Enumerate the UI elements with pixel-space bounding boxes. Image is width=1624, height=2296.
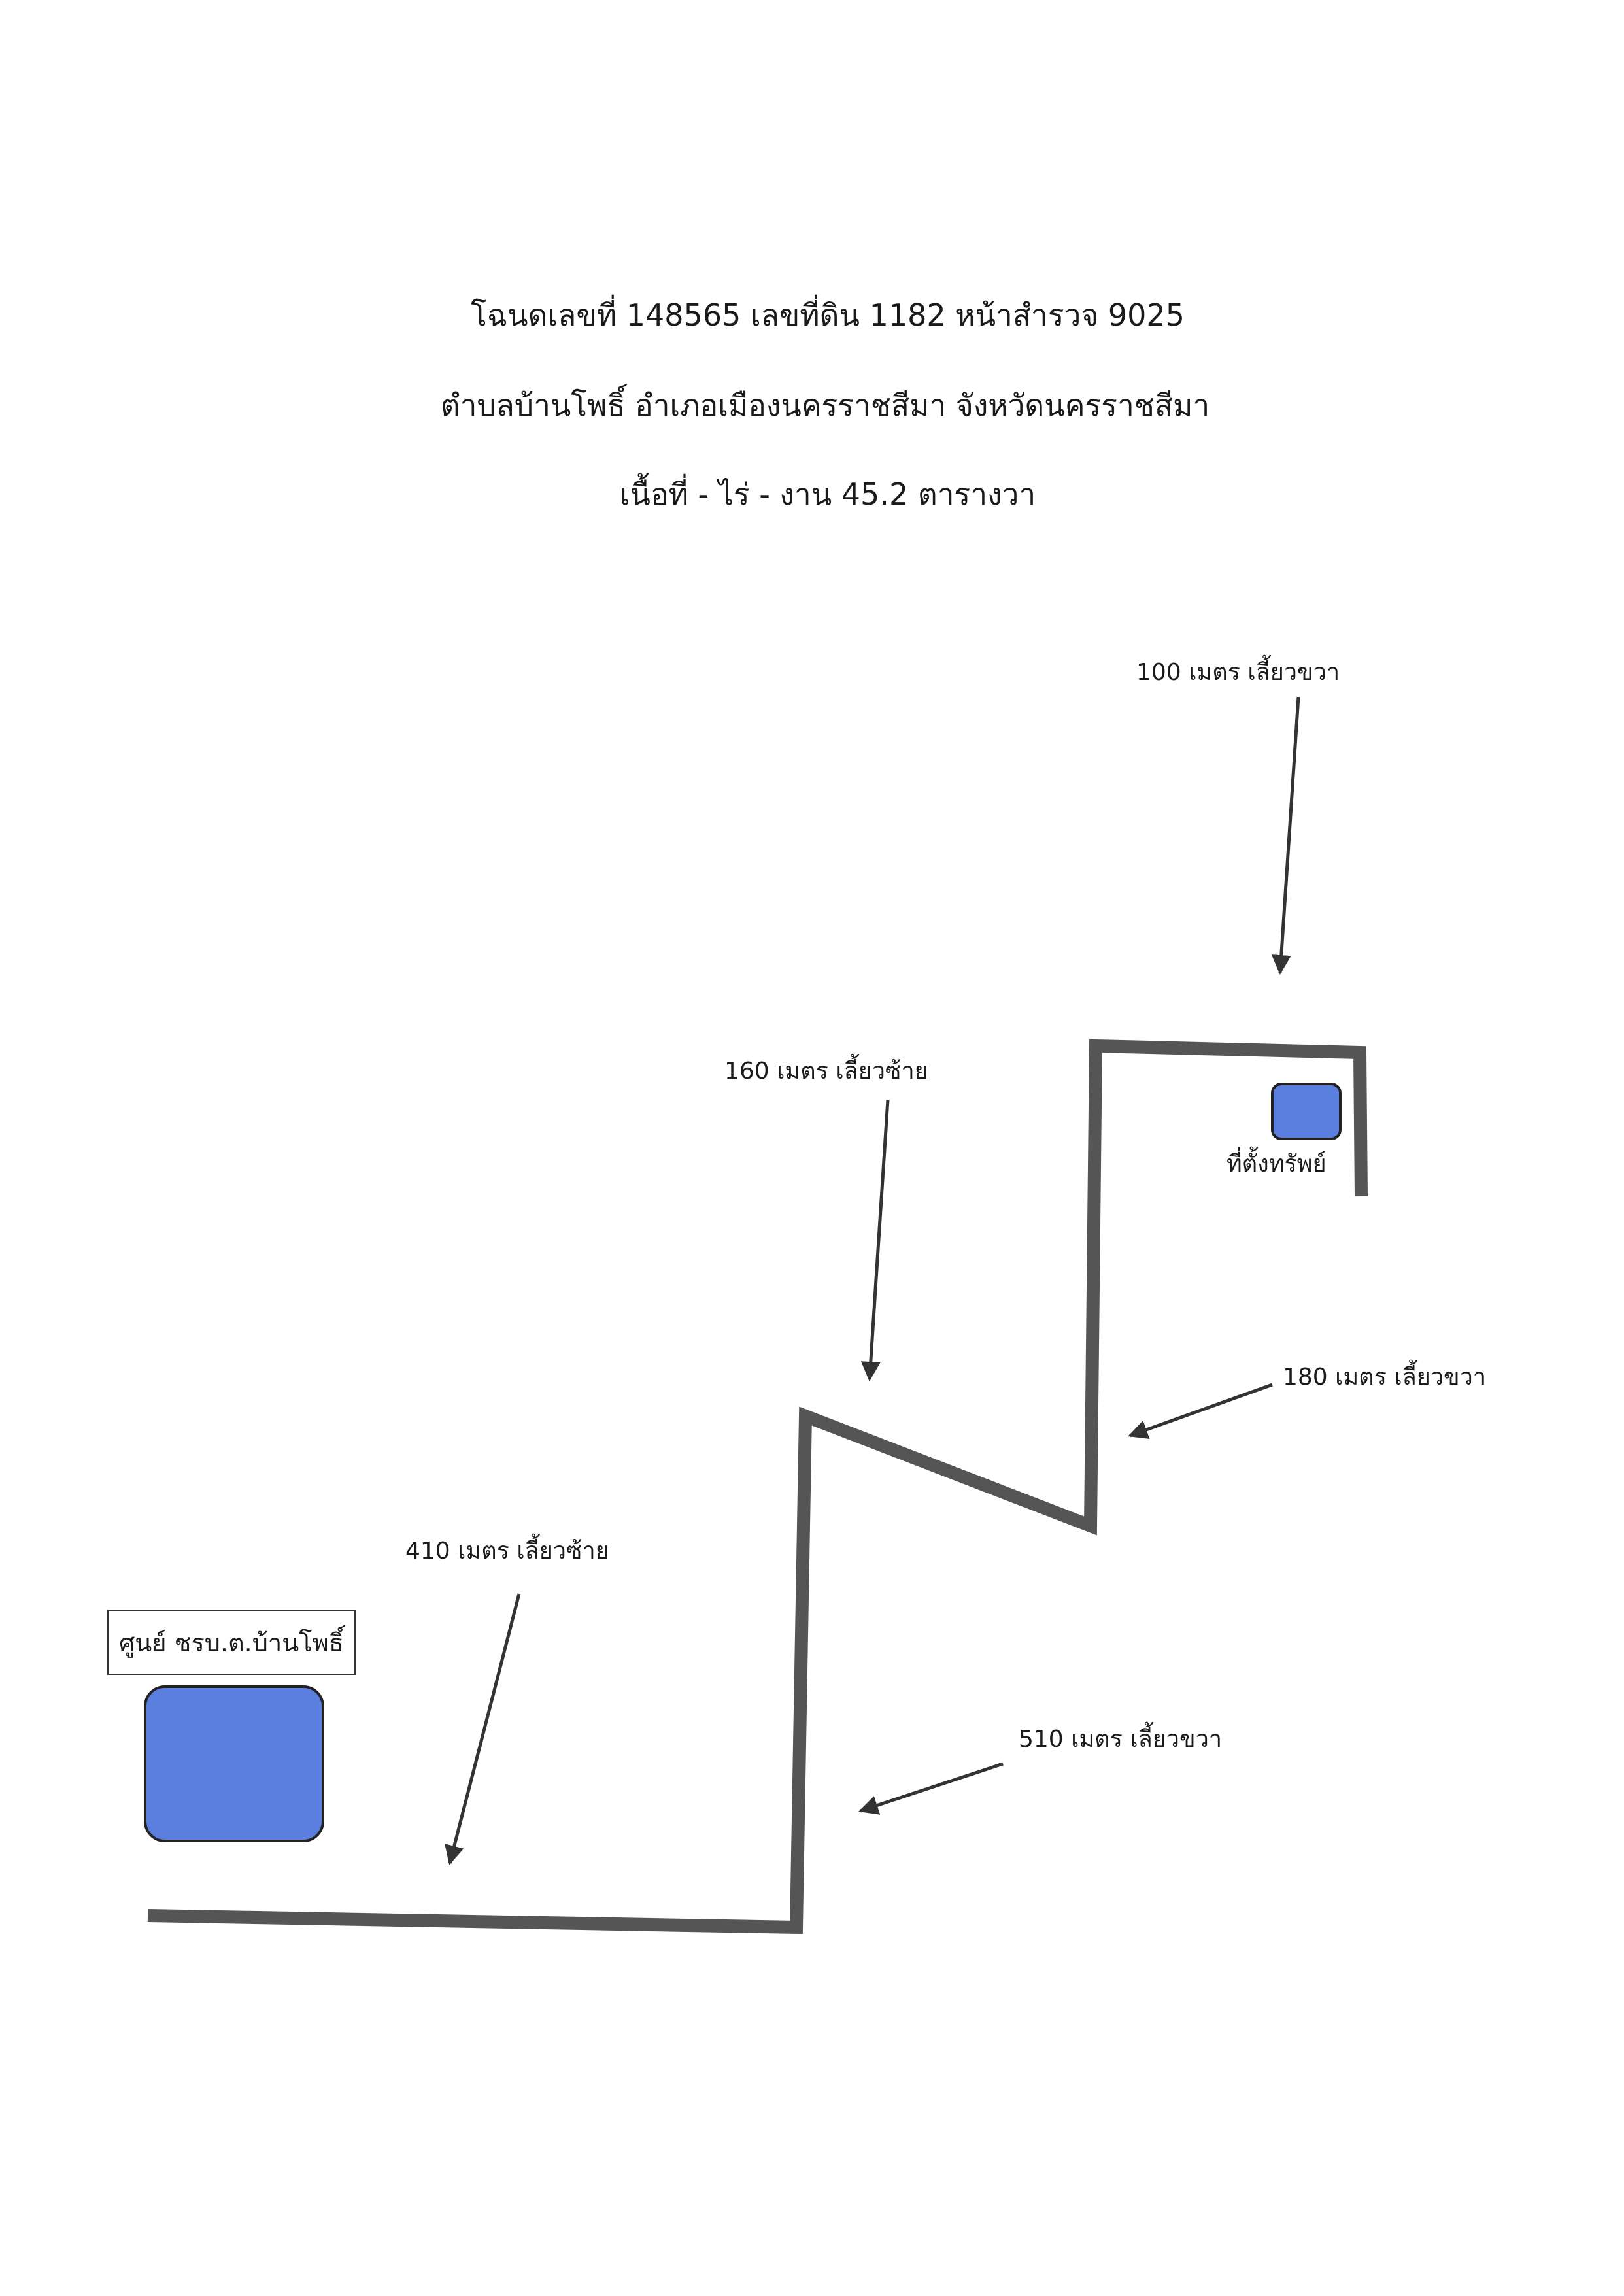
arrow-180m [1128, 1383, 1273, 1440]
direction-label-180m: 180 เมตร เลี้ยวขวา [1283, 1364, 1487, 1391]
arrow-100m [1271, 696, 1300, 975]
property-marker [1271, 1083, 1342, 1140]
community-center-label: ศูนย์ ชรบ.ต.บ้านโพธิ์ [107, 1610, 356, 1675]
direction-label-510m: 510 เมตร เลี้ยวขวา [1019, 1726, 1223, 1753]
arrow-510m [858, 1762, 1004, 1815]
direction-label-100m: 100 เมตร เลี้ยวขวา [1136, 659, 1340, 686]
deed-info-line: โฉนดเลขที่ 148565 เลขที่ดิน 1182 หน้าสำร… [471, 297, 1185, 333]
center-marker [144, 1685, 324, 1842]
direction-label-410m: 410 เมตร เลี้ยวซ้าย [405, 1538, 609, 1564]
area-line: เนื้อที่ - ไร่ - งาน 45.2 ตารางวา [619, 477, 1036, 512]
route-road [147, 1039, 1368, 1934]
direction-label-160m: 160 เมตร เลี้ยวซ้าย [724, 1058, 928, 1085]
arrow-410m [445, 1593, 521, 1865]
property-location-label: ที่ตั้งทรัพย์ [1226, 1151, 1327, 1177]
arrow-160m [860, 1099, 890, 1381]
location-line: ตำบลบ้านโพธิ์ อำเภอเมืองนครราชสีมา จังหว… [440, 388, 1210, 423]
